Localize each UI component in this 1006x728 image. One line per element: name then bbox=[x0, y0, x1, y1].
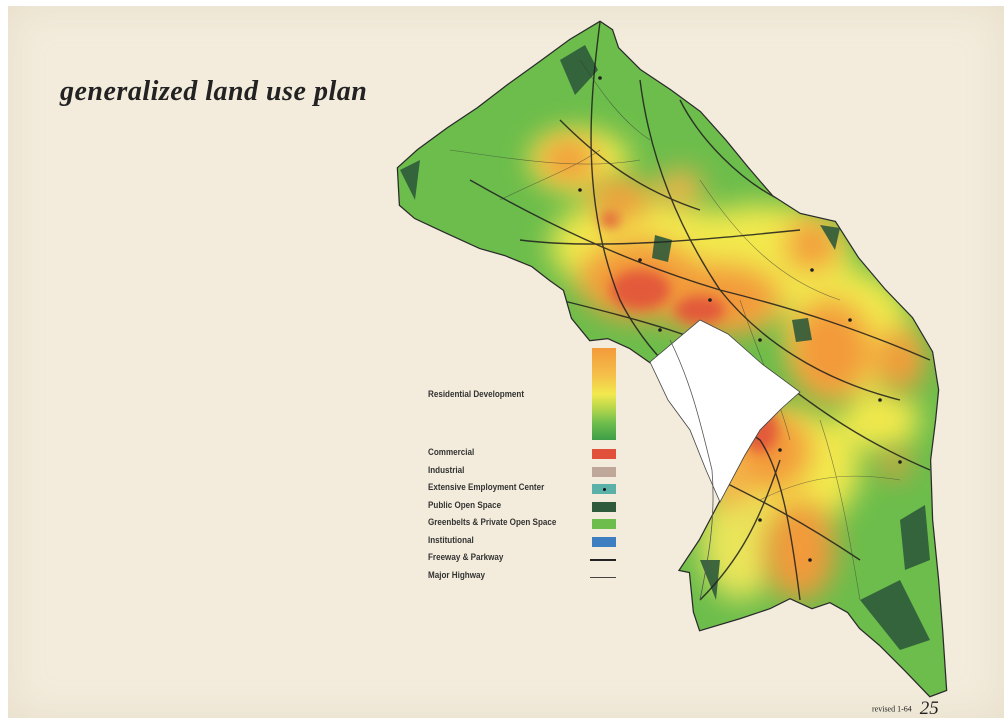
legend-swatch bbox=[592, 449, 616, 459]
legend-swatch bbox=[592, 519, 616, 529]
legend-swatch bbox=[592, 536, 616, 547]
legend-swatch bbox=[592, 484, 616, 494]
legend-item-label: Major Highway bbox=[428, 569, 485, 581]
page-number: 25 bbox=[919, 698, 939, 719]
residential-gradient-swatch bbox=[592, 348, 616, 440]
map-title: generalized land use plan bbox=[60, 76, 368, 107]
legend-item-label: Public Open Space bbox=[428, 499, 502, 511]
legend-item-label: Commercial bbox=[428, 447, 475, 458]
legend-swatch bbox=[592, 501, 616, 512]
district-area bbox=[649, 319, 801, 503]
legend-item-label: Greenbelts & Private Open Space bbox=[428, 517, 557, 528]
employment-dot-icon bbox=[602, 487, 606, 491]
legend-item-label: Freeway & Parkway bbox=[428, 552, 504, 563]
legend-swatch bbox=[592, 466, 616, 477]
highway-line-swatch bbox=[590, 576, 616, 578]
legend-residential-label: Residential Development bbox=[428, 389, 525, 400]
revision-note: revised 1-64 bbox=[872, 704, 912, 714]
freeway-line-swatch bbox=[590, 559, 616, 561]
river-line bbox=[669, 339, 714, 601]
legend-item-label: Industrial bbox=[428, 464, 465, 476]
legend-item-label: Institutional bbox=[428, 534, 474, 546]
legend-item-label: Extensive Employment Center bbox=[428, 482, 545, 493]
page-footer: revised 1-64 25 bbox=[872, 698, 939, 720]
